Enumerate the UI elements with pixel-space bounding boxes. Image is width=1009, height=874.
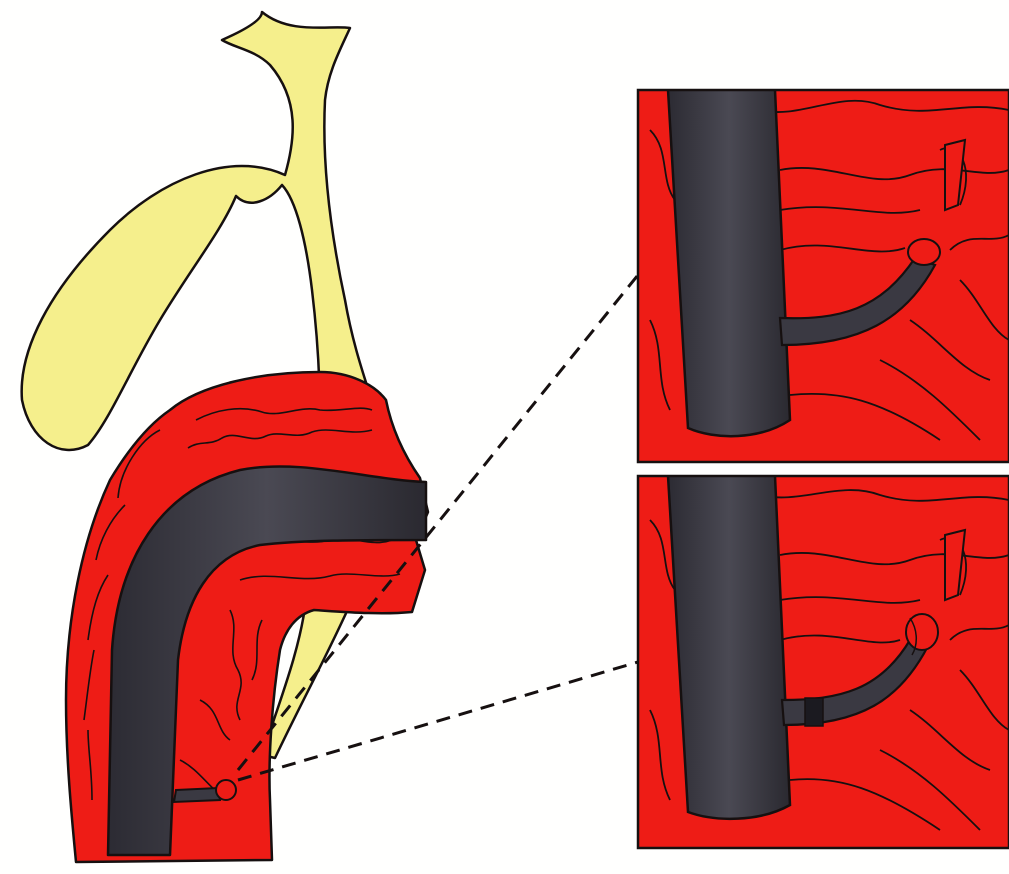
detail-panel-top <box>638 90 1009 462</box>
cannula-band <box>805 698 823 726</box>
cannula-main <box>174 788 220 802</box>
papilla-top <box>908 239 940 265</box>
endoscope-detail-bottom <box>668 476 790 819</box>
endoscope-detail-top <box>668 90 790 436</box>
papilla <box>216 780 236 800</box>
detail-panel-bottom <box>638 476 1009 848</box>
